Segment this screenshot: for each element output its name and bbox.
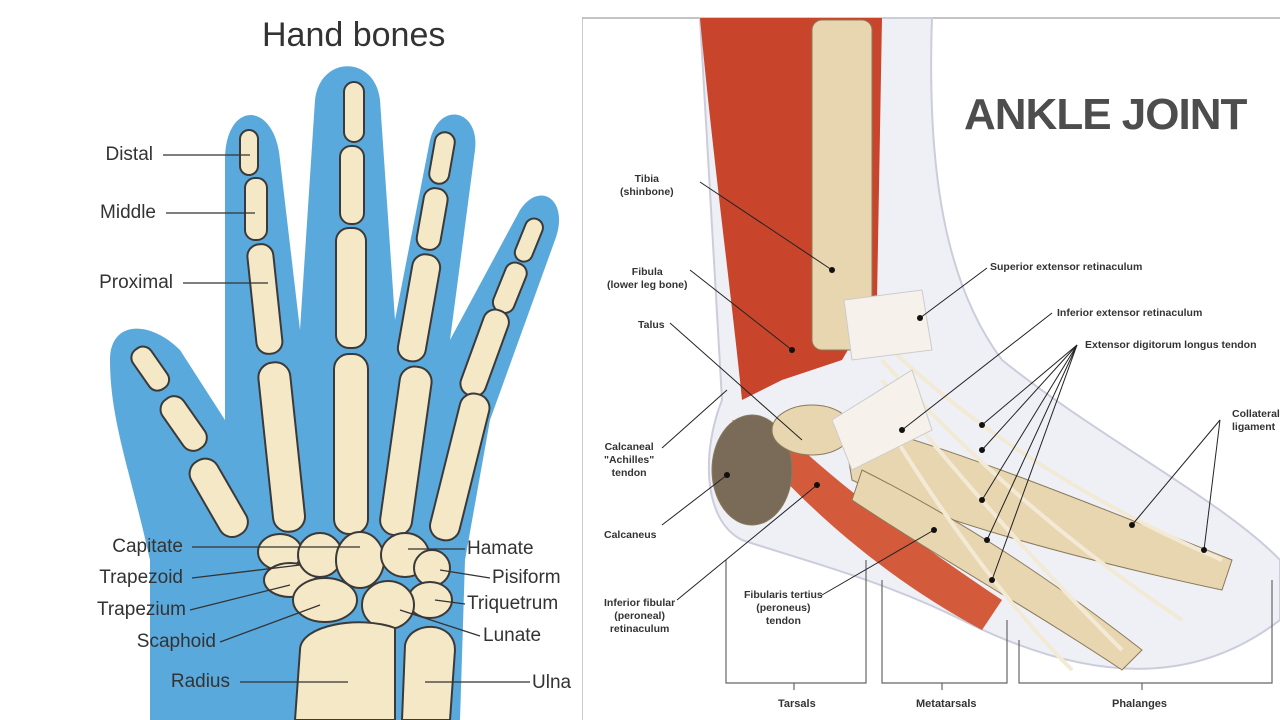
label-calcaneus: Calcaneus (604, 529, 657, 541)
label-tibia: Tibia(shinbone) (620, 173, 674, 199)
hand-title: Hand bones (262, 16, 446, 54)
label-superior-extensor-retinaculum: Superior extensor retinaculum (990, 261, 1143, 273)
label-line: retinaculum (609, 623, 670, 635)
label-line: (peroneal) (614, 610, 665, 622)
label-line: Tibia (634, 173, 659, 185)
ankle-illustration (582, 17, 1280, 720)
label-line: tendon (765, 615, 801, 627)
label-ulna: Ulna (532, 672, 572, 693)
label-radius: Radius (170, 671, 230, 692)
label-triquetrum: Triquetrum (467, 593, 559, 614)
label-line: Fibula (631, 266, 663, 278)
label-metatarsals: Metatarsals (916, 698, 977, 710)
label-line: Calcaneal (604, 441, 654, 453)
ankle-title: ANKLE JOINT (964, 90, 1247, 139)
label-line: (peroneus) (756, 602, 811, 614)
finger-bones (130, 81, 544, 542)
label-line: (shinbone) (620, 186, 674, 198)
carpal-bones (257, 531, 453, 630)
label-talus: Talus (638, 319, 665, 331)
hand-bones-diagram: Hand bones Distal Middle Proximal Capita… (0, 0, 578, 720)
bones (711, 19, 1233, 671)
label-inferior-fibular-retinaculum: Inferior fibular(peroneal)retinaculum (604, 597, 675, 636)
label-distal: Distal (105, 144, 153, 165)
label-phalanges: Phalanges (1112, 698, 1168, 710)
group-brackets (725, 560, 1273, 690)
label-extensor-digitorum-longus-tendon: Extensor digitorum longus tendon (1085, 339, 1257, 351)
leader-lines (661, 181, 1221, 601)
label-line: Collateral (1232, 408, 1280, 420)
label-line: (lower leg bone) (607, 279, 688, 291)
label-pisiform: Pisiform (492, 567, 561, 588)
label-proximal: Proximal (99, 272, 173, 293)
label-middle: Middle (100, 202, 156, 223)
label-inferior-extensor-retinaculum: Inferior extensor retinaculum (1057, 307, 1203, 319)
label-fibula: Fibula(lower leg bone) (607, 266, 688, 292)
label-line: Inferior fibular (604, 597, 676, 609)
label-capitate: Capitate (112, 536, 183, 557)
label-scaphoid: Scaphoid (136, 631, 216, 652)
label-line: tendon (611, 467, 647, 479)
label-fibularis-tertius-tendon: Fibularis tertius(peroneus)tendon (744, 589, 823, 628)
label-line: Fibularis tertius (744, 589, 823, 601)
pointer-dots (724, 267, 1207, 583)
ankle-joint-diagram: ANKLE JOINT Tibia(shinbone) Fibula(lower… (582, 0, 1280, 720)
retinacula (831, 289, 933, 471)
label-hamate: Hamate (467, 538, 534, 559)
leader-lines (163, 154, 530, 683)
label-lunate: Lunate (483, 625, 542, 646)
label-trapezium: Trapezium (96, 599, 186, 620)
forearm-bones (293, 621, 457, 720)
label-line: "Achilles" (604, 454, 655, 466)
label-line: ligament (1232, 421, 1276, 433)
hand-illustration (110, 66, 560, 720)
label-tarsals: Tarsals (778, 698, 816, 710)
label-trapezoid: Trapezoid (99, 567, 183, 588)
label-achilles-tendon: Calcaneal"Achilles"tendon (604, 441, 654, 480)
